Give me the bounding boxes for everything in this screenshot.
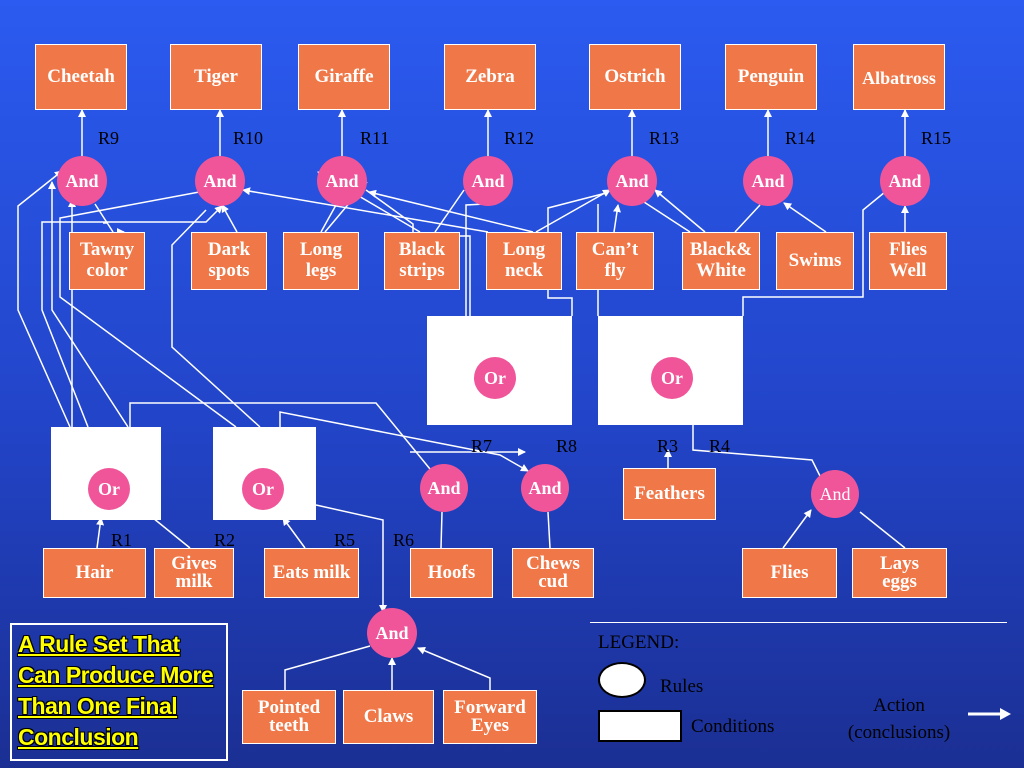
condition-dark-spots: Dark spots [191, 232, 267, 290]
connector-line [535, 189, 611, 233]
condition-flies: Flies [742, 548, 837, 598]
slide-title: A Rule Set That Can Produce More Than On… [10, 623, 228, 761]
connector-line [417, 647, 491, 690]
rule-label-r7: R7 [471, 436, 493, 456]
connector-line [782, 509, 812, 549]
rule-label-r12: R12 [504, 128, 535, 148]
connector-line [315, 504, 387, 613]
conclusion-zebra: Zebra [444, 44, 536, 110]
rule-label-r5: R5 [334, 530, 356, 550]
condition-feathers: Feathers [623, 468, 716, 520]
connector-line [643, 201, 691, 233]
conclusion-penguin: Penguin [725, 44, 817, 110]
condition-swims: Swims [776, 232, 854, 290]
connector-line [654, 189, 706, 233]
legend-condition-symbol [598, 710, 682, 742]
rule-label-r1: R1 [111, 530, 133, 550]
and-node-r7: And [420, 464, 468, 512]
rule-label-r2: R2 [214, 530, 236, 550]
and-node-r13: And [607, 156, 657, 206]
connector-line [284, 645, 371, 690]
connector-line [320, 204, 337, 233]
connector-line [282, 517, 306, 549]
condition-gives-milk: Gives milk [154, 548, 234, 598]
and-node-r6: And [367, 608, 417, 658]
conclusion-tiger: Tiger [170, 44, 262, 110]
or-node-r3r4: Or [651, 357, 693, 399]
conclusion-albatross: Albatross [853, 44, 945, 110]
legend-title: LEGEND: [598, 632, 680, 653]
condition-tawny-color: Tawny color [69, 232, 145, 290]
and-node-r11: And [317, 156, 367, 206]
connector-line [613, 204, 621, 233]
legend-rules-label: Rules [660, 676, 704, 697]
legend-rule-symbol [598, 662, 646, 698]
connector-line [547, 192, 607, 316]
condition-chews-cud: Chews cud [512, 548, 594, 598]
and-node-r8: And [521, 464, 569, 512]
and-node-r10: And [195, 156, 245, 206]
rule-label-r6: R6 [393, 530, 415, 550]
connector-line [41, 205, 223, 428]
or-node-r1r2: Or [88, 468, 130, 510]
legend-arrow-icon [968, 708, 1011, 720]
condition-black-white: Black& White [682, 232, 760, 290]
connector-line [171, 209, 261, 428]
connector-line [742, 191, 886, 316]
connector-line [242, 187, 489, 233]
connector-lines [17, 109, 909, 690]
legend-action-label: Action (conclusions) [847, 695, 951, 743]
and-node-r9: And [57, 156, 107, 206]
connector-line [152, 517, 191, 549]
connector-line [734, 204, 761, 233]
connector-line [465, 203, 486, 316]
condition-flies-well: Flies Well [869, 232, 947, 290]
and-node-r14: And [743, 156, 793, 206]
connector-line [221, 204, 238, 233]
connector-line [547, 511, 551, 549]
conclusion-cheetah: Cheetah [35, 44, 127, 110]
rule-label-r10: R10 [233, 128, 264, 148]
legend-conditions-label: Conditions [691, 716, 775, 737]
or-node-r7r8: Or [474, 357, 516, 399]
condition-pointed-teeth: Pointed teeth [242, 690, 336, 744]
connector-line [859, 511, 906, 549]
connector-line [692, 425, 821, 477]
and-node-r15: And [880, 156, 930, 206]
connector-line [368, 189, 534, 233]
rule-label-r15: R15 [921, 128, 952, 148]
condition-long-legs: Long legs [283, 232, 359, 290]
condition-eats-milk: Eats milk [264, 548, 359, 598]
connector-line [96, 517, 105, 549]
connector-line [17, 170, 71, 428]
rule-label-r9: R9 [98, 128, 120, 148]
and-node-r4: And [811, 470, 859, 518]
connector-line [440, 511, 443, 549]
or-node-r5r6: Or [242, 468, 284, 510]
condition-lays-eggs: Lays eggs [852, 548, 947, 598]
rule-label-r11: R11 [360, 128, 390, 148]
condition-black-strips: Black strips [384, 232, 460, 290]
condition-hair: Hair [43, 548, 146, 598]
legend-divider [590, 622, 1007, 623]
condition-claws: Claws [343, 690, 434, 744]
condition-cant-fly: Can’t fly [576, 232, 654, 290]
rule-label-r3: R3 [657, 436, 679, 456]
and-node-r12: And [463, 156, 513, 206]
condition-forward-eyes: Forward Eyes [443, 690, 537, 744]
connector-line [94, 203, 114, 233]
condition-hoofs: Hoofs [410, 548, 493, 598]
rule-label-r13: R13 [649, 128, 680, 148]
condition-long-neck: Long neck [486, 232, 562, 290]
rule-label-r14: R14 [785, 128, 816, 148]
rule-label-r8: R8 [556, 436, 578, 456]
connector-line [48, 181, 129, 428]
conclusion-ostrich: Ostrich [589, 44, 681, 110]
connector-line [59, 189, 237, 428]
connector-line [279, 411, 529, 472]
rule-label-r4: R4 [709, 436, 731, 456]
connector-line [783, 202, 827, 233]
conclusion-giraffe: Giraffe [298, 44, 390, 110]
